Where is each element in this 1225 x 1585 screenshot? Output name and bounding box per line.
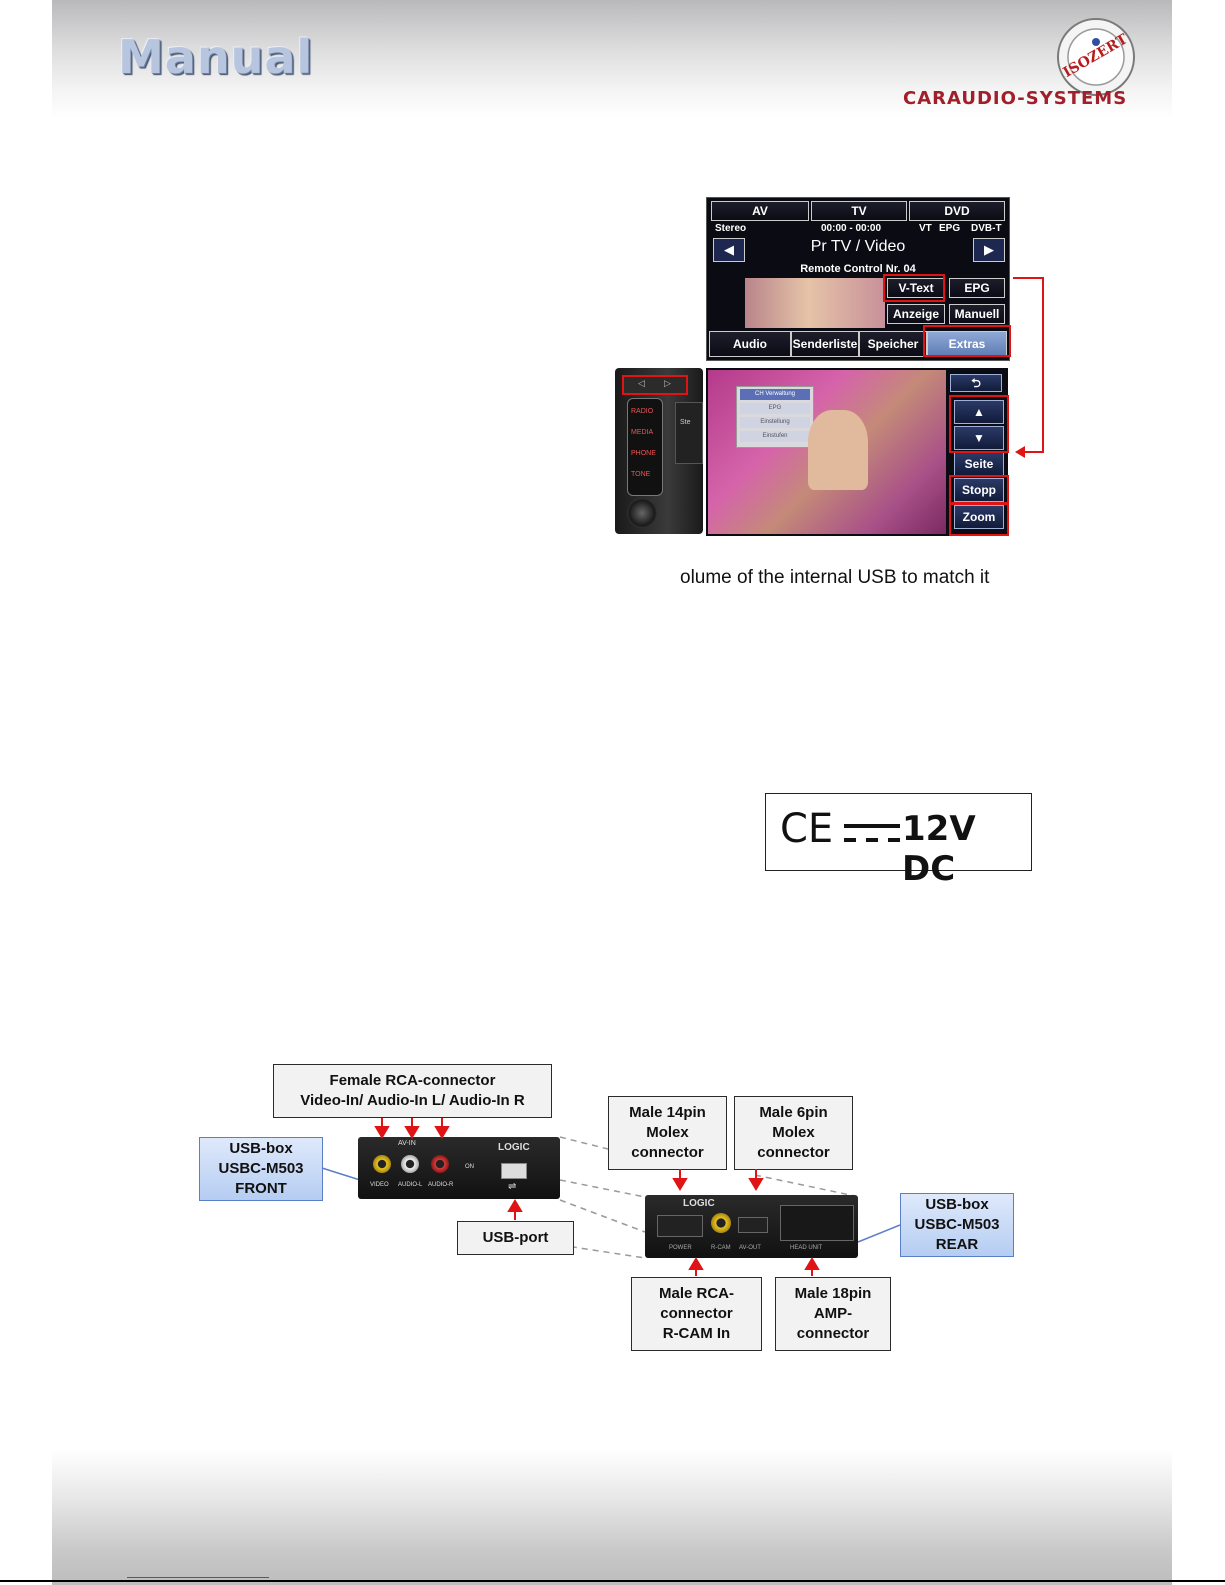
callout-front: USB-box USBC-M503 FRONT <box>199 1137 323 1201</box>
page-footer <box>52 1450 1172 1585</box>
updown-highlight <box>949 395 1009 453</box>
up-button[interactable]: ▲ <box>954 400 1004 424</box>
media-button[interactable]: MEDIA <box>631 429 654 436</box>
footer-link-underline[interactable] <box>127 1577 269 1579</box>
remote-control-label: Remote Control Nr. 04 <box>800 263 916 275</box>
amp18-socket[interactable] <box>780 1205 854 1241</box>
channel-name: Pr TV / Video <box>810 238 906 255</box>
callout-molex6: Male 6pin Molex connector <box>734 1096 853 1170</box>
extras-highlight <box>923 325 1011 357</box>
radio-prev-icon[interactable]: ◁ <box>638 378 645 388</box>
next-channel-button[interactable]: ▶ <box>973 238 1005 262</box>
tab-senderliste[interactable]: Senderliste <box>791 331 859 357</box>
menu-item[interactable]: EPG <box>740 403 810 414</box>
callout-usb-port: USB-port <box>457 1221 574 1255</box>
audio-l-label: AUDIO-L <box>398 1182 423 1188</box>
manuell-button[interactable]: Manuell <box>949 304 1005 324</box>
callout-molex14: Male 14pin Molex connector <box>608 1096 727 1170</box>
tone-button[interactable]: TONE <box>631 471 651 478</box>
on-label: ON <box>465 1164 474 1170</box>
molex14-socket[interactable] <box>657 1215 703 1237</box>
radio-display-edge: Ste <box>675 402 703 464</box>
callout-rca-female: Female RCA-connector Video-In/ Audio-In … <box>273 1064 552 1118</box>
status-stereo: Stereo <box>715 223 747 234</box>
time-range: 00:00 - 00:00 <box>821 223 882 234</box>
avout-label: AV-OUT <box>739 1245 761 1251</box>
audio-r-label: AUDIO-R <box>428 1182 454 1188</box>
rcam-rca-jack[interactable] <box>711 1213 731 1233</box>
tab-dvd[interactable]: DVD <box>909 201 1005 221</box>
video-label: VIDEO <box>370 1182 389 1188</box>
status-epg: EPG <box>939 223 961 234</box>
power-knob[interactable] <box>627 498 657 528</box>
tab-av[interactable]: AV <box>711 201 809 221</box>
headunit-label: HEAD UNIT <box>790 1245 823 1251</box>
menu-item[interactable]: CH Verwaltung <box>740 389 810 400</box>
zoom-button[interactable]: Zoom <box>954 505 1004 529</box>
tab-extras[interactable]: Extras <box>927 331 1007 357</box>
usb-box-rear: LOGIC POWER R-CAM AV-OUT HEAD UNIT <box>645 1195 858 1258</box>
tab-tv[interactable]: TV <box>811 201 907 221</box>
stopp-highlight <box>949 475 1009 505</box>
radio-button[interactable]: RADIO <box>631 408 654 415</box>
iso-seal-icon: ISOZERT <box>1057 18 1135 96</box>
radio-head-unit-photo: ◁ ▷ RADIO MEDIA PHONE TONE Ste <box>615 368 703 534</box>
footer-rule <box>0 1580 1225 1582</box>
epg-button[interactable]: EPG <box>949 278 1005 298</box>
ce-label: CE 12V DC <box>765 793 1032 889</box>
usb-port-socket[interactable] <box>501 1163 527 1179</box>
manual-title: Manual <box>118 30 314 84</box>
usb-box-front: AV-IN VIDEO AUDIO-L AUDIO-R ON LOGIC ⇌ <box>358 1137 560 1199</box>
tab-speicher[interactable]: Speicher <box>859 331 927 357</box>
body-text-fragment: olume of the internal USB to match it <box>680 567 990 588</box>
audio-l-rca-jack[interactable] <box>401 1155 419 1173</box>
usb-icon: ⇌ <box>508 1181 517 1192</box>
callout-rear: USB-box USBC-M503 REAR <box>900 1193 1014 1257</box>
phone-button[interactable]: PHONE <box>631 450 656 457</box>
avin-label: AV-IN <box>398 1140 416 1147</box>
radio-nav-highlight: ◁ ▷ <box>622 375 688 395</box>
down-button[interactable]: ▼ <box>954 426 1004 450</box>
rcam-label: R-CAM <box>711 1245 731 1251</box>
callout-amp18: Male 18pin AMP- connector <box>775 1277 891 1351</box>
vtext-highlight <box>883 274 945 302</box>
stopp-button[interactable]: Stopp <box>954 478 1004 502</box>
radio-button-column: RADIO MEDIA PHONE TONE <box>627 398 663 496</box>
voltage-label: 12V DC <box>902 809 976 889</box>
flow-arrow <box>1013 277 1044 458</box>
tab-audio[interactable]: Audio <box>709 331 791 357</box>
status-vt: VT <box>919 223 932 234</box>
callout-rcam: Male RCA- connector R-CAM In <box>631 1277 762 1351</box>
rear-logic-logo: LOGIC <box>683 1198 715 1209</box>
molex6-socket[interactable] <box>738 1217 768 1233</box>
logic-logo: LOGIC <box>498 1142 530 1153</box>
status-dvbt: DVB-T <box>971 223 1002 234</box>
power-label: POWER <box>669 1245 692 1251</box>
audio-r-rca-jack[interactable] <box>431 1155 449 1173</box>
anzeige-button[interactable]: Anzeige <box>887 304 945 324</box>
page-header <box>52 0 1172 118</box>
brand-wordmark: CARAUDIO-SYSTEMS <box>903 88 1128 109</box>
menu-item[interactable]: Einstellung <box>740 417 810 428</box>
ce-mark: CE <box>780 806 834 852</box>
video-rca-jack[interactable] <box>373 1155 391 1173</box>
zoom-highlight <box>949 502 1009 536</box>
extras-menu: CH Verwaltung EPG Einstellung Einstufen <box>736 386 814 448</box>
dc-symbol-icon <box>844 824 900 842</box>
presenter-figure <box>808 410 868 490</box>
back-button[interactable]: ⮌ <box>950 374 1002 392</box>
video-frame: CH Verwaltung EPG Einstellung Einstufen <box>708 370 946 534</box>
tv-preview-image <box>745 278 885 328</box>
tv-menu-screenshot: AV TV DVD Stereo 00:00 - 00:00 VT EPG DV… <box>706 197 1010 361</box>
menu-item[interactable]: Einstufen <box>740 431 810 442</box>
radio-partial-label: Ste <box>680 419 691 426</box>
prev-channel-button[interactable]: ◀ <box>713 238 745 262</box>
radio-next-icon[interactable]: ▷ <box>664 378 671 388</box>
